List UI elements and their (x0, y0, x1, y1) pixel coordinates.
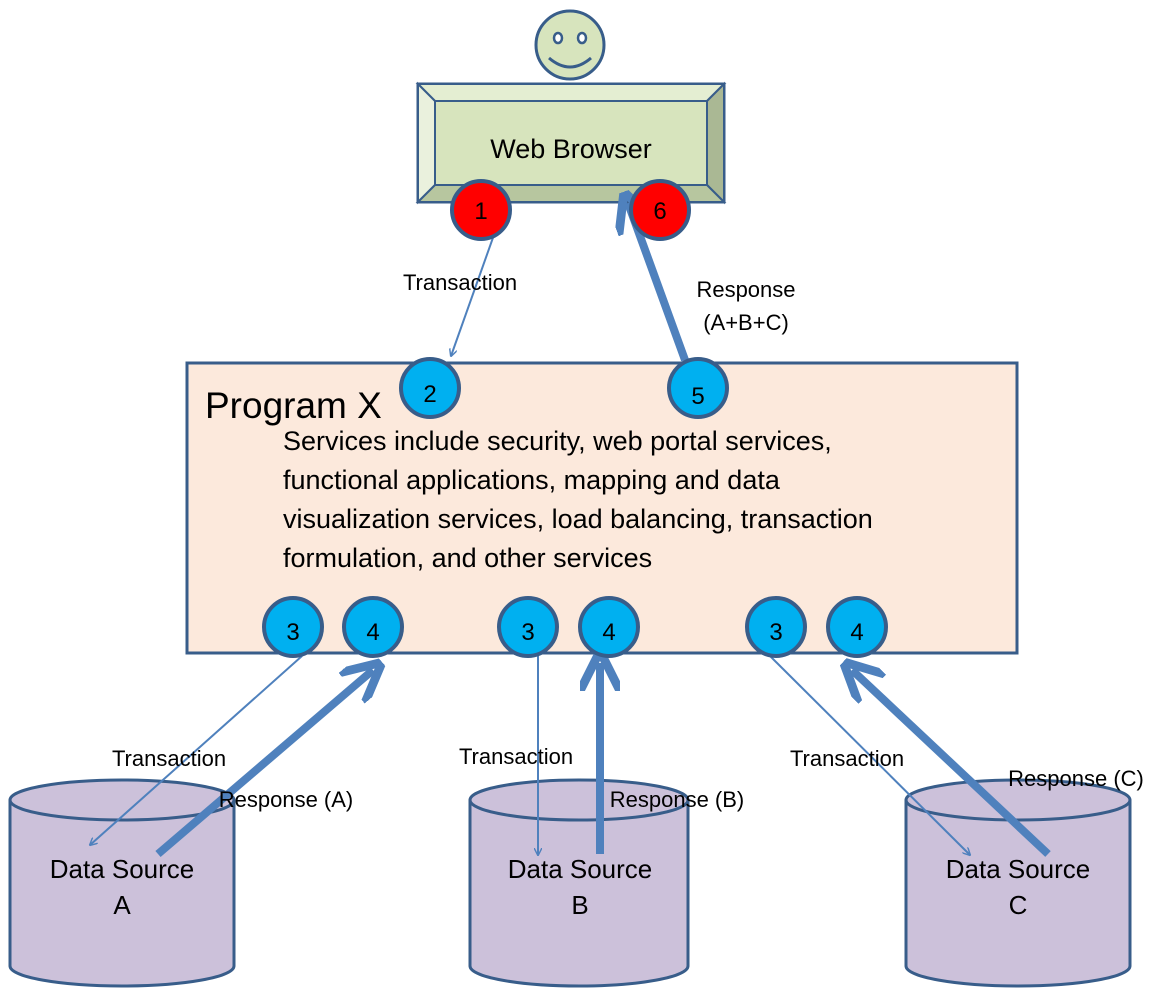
source-b-transaction-label: Transaction (459, 744, 573, 769)
web-browser-label: Web Browser (490, 134, 652, 164)
source-c-response-label: Response (C) (1008, 766, 1144, 791)
arrow-source-a-to-program-response (155, 670, 373, 858)
user-face-icon (534, 9, 606, 81)
svg-text:4: 4 (850, 619, 863, 646)
svg-text:6: 6 (653, 198, 666, 225)
data-source-b-label-line-2: B (571, 890, 588, 920)
svg-text:5: 5 (691, 383, 704, 410)
step-4-source-c-marker: 4 (826, 596, 888, 658)
arrow-program-to-source-c-transaction (769, 655, 970, 855)
program-description-line-4: formulation, and other services (283, 543, 652, 573)
top-response-label-line-1: Response (696, 277, 795, 302)
data-source-a-label-line-1: Data Source (50, 854, 195, 884)
step-3-source-c-marker: 3 (745, 596, 807, 658)
top-response-label-line-2: (A+B+C) (703, 310, 789, 335)
data-source-b-cylinder: Data Source B (468, 778, 690, 988)
source-a-transaction-label: Transaction (112, 746, 226, 771)
arrow-program-to-source-a-transaction (90, 655, 303, 845)
program-description-line-1: Services include security, web portal se… (283, 426, 832, 456)
data-source-c-label-line-2: C (1009, 890, 1028, 920)
step-4-source-b-marker: 4 (578, 596, 640, 658)
svg-text:3: 3 (769, 619, 782, 646)
arrow-source-c-to-program-response (852, 670, 1051, 857)
svg-text:4: 4 (602, 619, 615, 646)
program-description-line-3: visualization services, load balancing, … (283, 504, 873, 534)
step-3-source-a-marker: 3 (262, 596, 324, 658)
data-source-b-label-line-1: Data Source (508, 854, 653, 884)
step-2-marker: 2 (399, 357, 461, 419)
step-1-marker: 1 (450, 179, 512, 241)
source-c-transaction-label: Transaction (790, 746, 904, 771)
step-5-marker: 5 (667, 357, 729, 419)
svg-text:1: 1 (474, 198, 487, 225)
program-x-title: Program X (205, 385, 382, 426)
step-3-source-b-marker: 3 (497, 596, 559, 658)
arrow-browser-to-program-transaction (451, 231, 496, 356)
data-source-a-cylinder: Data Source A (8, 778, 236, 988)
svg-text:4: 4 (366, 619, 379, 646)
step-6-marker: 6 (629, 179, 691, 241)
svg-text:3: 3 (286, 619, 299, 646)
svg-text:2: 2 (423, 381, 436, 408)
data-source-c-label-line-1: Data Source (946, 854, 1091, 884)
svg-text:3: 3 (521, 619, 534, 646)
step-4-source-a-marker: 4 (342, 596, 404, 658)
source-b-response-label: Response (B) (610, 787, 745, 812)
top-transaction-label: Transaction (403, 270, 517, 295)
source-a-response-label: Response (A) (219, 787, 354, 812)
program-description-line-2: functional applications, mapping and dat… (283, 465, 781, 495)
data-source-a-label-line-2: A (113, 890, 131, 920)
data-source-c-cylinder: Data Source C (904, 778, 1132, 988)
